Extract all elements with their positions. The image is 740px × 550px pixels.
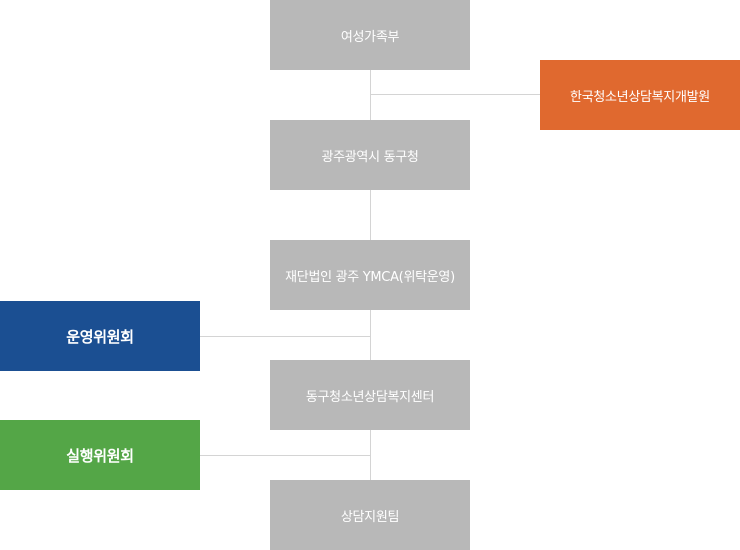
node-label: 운영위원회	[66, 327, 134, 346]
node-youth-counseling-center: 동구청소년상담복지센터	[270, 360, 470, 430]
node-counseling-support-team: 상담지원팀	[270, 480, 470, 550]
node-label: 동구청소년상담복지센터	[305, 389, 435, 405]
node-korea-youth-counseling-institute: 한국청소년상담복지개발원	[540, 60, 740, 130]
executive-committee-connector	[200, 455, 370, 456]
node-label: 재단법인 광주 YMCA(위탁운영)	[285, 269, 455, 285]
node-executive-committee: 실행위원회	[0, 420, 200, 490]
node-ministry-of-gender-equality: 여성가족부	[270, 0, 470, 70]
node-label: 광주광역시 동구청	[321, 149, 419, 165]
node-gwangju-ymca: 재단법인 광주 YMCA(위탁운영)	[270, 240, 470, 310]
node-label: 실행위원회	[66, 446, 134, 465]
node-operating-committee: 운영위원회	[0, 301, 200, 371]
node-label: 한국청소년상담복지개발원	[570, 89, 710, 105]
node-dong-gu-office: 광주광역시 동구청	[270, 120, 470, 190]
support-institute-connector	[370, 94, 540, 95]
operating-committee-connector	[200, 336, 370, 337]
node-label: 상담지원팀	[340, 509, 400, 525]
node-label: 여성가족부	[340, 29, 400, 45]
